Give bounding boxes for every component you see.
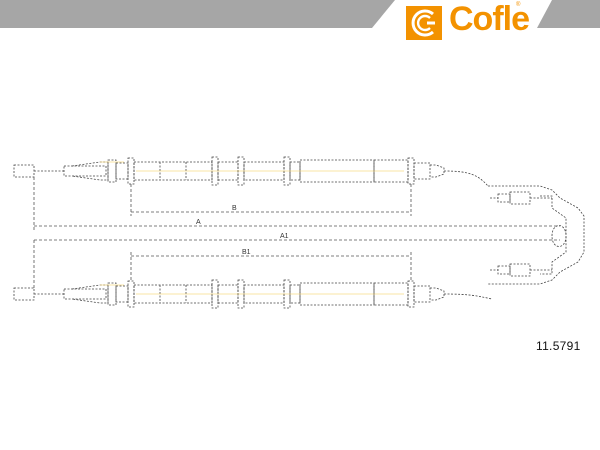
header-band-left xyxy=(0,0,395,28)
upper-cable xyxy=(13,156,489,187)
equalizer-bracket xyxy=(488,185,585,285)
brand-name: Cofle xyxy=(449,0,530,38)
dim-label-b: B xyxy=(232,205,237,212)
dim-label-a: A xyxy=(196,219,201,226)
header-band-right xyxy=(537,0,600,28)
cofle-c-logo-icon xyxy=(406,6,442,40)
dim-label-a1: A1 xyxy=(280,233,289,240)
brand-logo xyxy=(404,4,528,42)
registered-mark: ® xyxy=(516,2,521,8)
part-number: 11.5791 xyxy=(536,339,581,353)
dimension-lines xyxy=(33,177,560,288)
dim-label-b1: B1 xyxy=(242,249,251,256)
